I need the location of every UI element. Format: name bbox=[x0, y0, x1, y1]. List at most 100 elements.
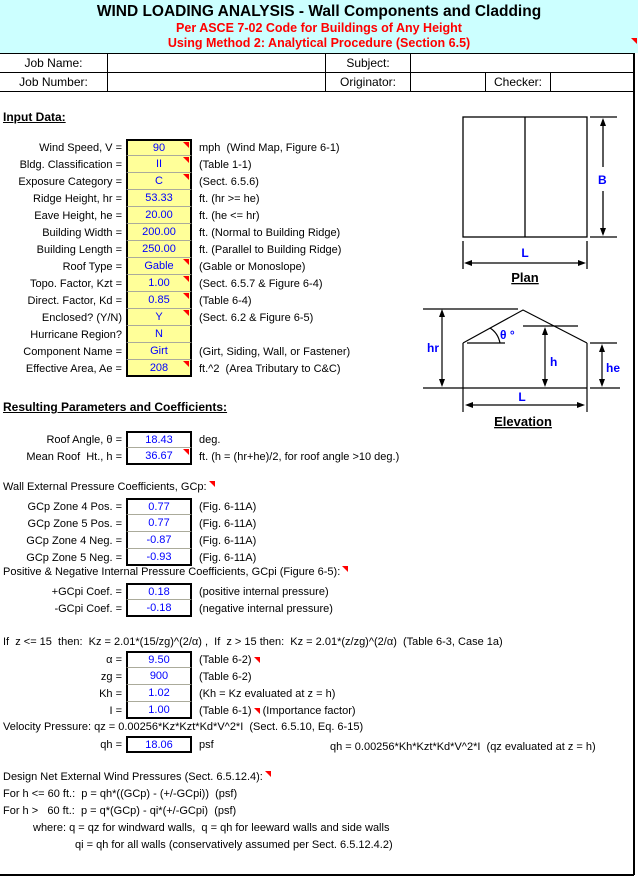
elevation-h-label: h bbox=[550, 355, 557, 369]
field-label: Kh = bbox=[99, 687, 122, 700]
gcp-zone4-pos-value: 0.77 bbox=[126, 498, 192, 515]
mean-roof-height-value: 36.67 bbox=[126, 448, 192, 465]
field-label: Enclosed? (Y/N) bbox=[41, 311, 122, 324]
field-label: Building Width = bbox=[42, 226, 122, 239]
field-note: (positive internal pressure) bbox=[199, 585, 329, 598]
gcpi-rows: +GCpi Coef. = 0.18 (positive internal pr… bbox=[0, 583, 333, 617]
design-line: qi = qh for all walls (conservatively as… bbox=[75, 839, 393, 851]
building-length-input[interactable]: 250.00 bbox=[126, 241, 192, 258]
field-note: (Fig. 6-11A) bbox=[199, 534, 257, 547]
comment-marker-icon bbox=[183, 174, 189, 180]
page-right-border bbox=[633, 53, 635, 875]
field-label: Component Name = bbox=[23, 345, 122, 358]
field-note: (Table 6-2) bbox=[192, 651, 260, 668]
field-label: GCp Zone 5 Neg. = bbox=[26, 551, 122, 564]
param-rows: Roof Angle, θ = 18.43 deg. Mean Roof Ht.… bbox=[0, 431, 399, 465]
field-label: Hurricane Region? bbox=[30, 328, 122, 341]
topo-factor-input[interactable]: 1.00 bbox=[126, 275, 192, 292]
field-label: zg = bbox=[100, 670, 122, 683]
input-data-heading: Input Data: bbox=[3, 110, 66, 124]
component-name-input[interactable]: Girt bbox=[126, 343, 192, 360]
effective-area-input[interactable]: 208 bbox=[126, 360, 192, 377]
wind-speed-input[interactable]: 90 bbox=[126, 139, 192, 156]
field-note: ft. (Parallel to Building Ridge) bbox=[199, 243, 342, 256]
comment-marker-icon bbox=[183, 142, 189, 148]
checker-input[interactable] bbox=[551, 73, 634, 91]
bldg-classification-input[interactable]: II bbox=[126, 156, 192, 173]
field-label: Topo. Factor, Kzt = bbox=[29, 277, 122, 290]
field-note: ft. (hr >= he) bbox=[199, 192, 260, 205]
field-note: (Fig. 6-11A) bbox=[199, 517, 257, 530]
page-subtitle-1: Per ASCE 7-02 Code for Buildings of Any … bbox=[176, 21, 462, 35]
field-label: qh = bbox=[100, 738, 122, 751]
field-label: +GCpi Coef. = bbox=[51, 585, 122, 598]
field-note: (Sect. 6.5.7 & Figure 6-4) bbox=[199, 277, 323, 290]
plan-caption: Plan bbox=[511, 270, 539, 285]
qh-formula: qh = 0.00256*Kh*Kzt*Kd*V^2*I (qz evaluat… bbox=[330, 741, 596, 753]
field-label: Eave Height, he = bbox=[34, 209, 122, 222]
kz-formula-line: If z <= 15 then: Kz = 2.01*(15/zg)^(2/α)… bbox=[3, 636, 503, 648]
field-label: GCp Zone 4 Pos. = bbox=[27, 500, 122, 513]
field-note: deg. bbox=[199, 433, 221, 446]
field-note: (Kh = Kz evaluated at z = h) bbox=[199, 687, 336, 700]
job-number-input[interactable] bbox=[108, 73, 326, 91]
enclosed-input[interactable]: Y bbox=[126, 309, 192, 326]
comment-marker-icon bbox=[183, 276, 189, 282]
kh-value: 1.02 bbox=[126, 685, 192, 702]
field-label: Mean Roof Ht., h = bbox=[26, 450, 122, 463]
gcp-zone4-neg-value: -0.87 bbox=[126, 532, 192, 549]
comment-marker-icon bbox=[183, 449, 189, 455]
plan-l-label: L bbox=[521, 246, 528, 260]
originator-input[interactable] bbox=[411, 73, 486, 91]
roof-angle-value: 18.43 bbox=[126, 431, 192, 448]
comment-marker-icon bbox=[183, 310, 189, 316]
roof-type-input[interactable]: Gable bbox=[126, 258, 192, 275]
page-subtitle-2: Using Method 2: Analytical Procedure (Se… bbox=[167, 36, 471, 50]
field-label: Building Length = bbox=[36, 243, 122, 256]
eave-height-input[interactable]: 20.00 bbox=[126, 207, 192, 224]
job-info-table: Job Name: Subject: Job Number: Originato… bbox=[0, 53, 634, 92]
comment-marker-icon bbox=[342, 566, 349, 572]
comment-marker-icon bbox=[253, 707, 260, 714]
gcpi-pos-value: 0.18 bbox=[126, 583, 192, 600]
plan-diagram: B L Plan bbox=[462, 116, 617, 285]
field-label: Roof Type = bbox=[62, 260, 122, 273]
page-title: WIND LOADING ANALYSIS - Wall Components … bbox=[96, 3, 542, 20]
results-heading: Resulting Parameters and Coefficients: bbox=[3, 400, 228, 414]
field-label: GCp Zone 4 Neg. = bbox=[26, 534, 122, 547]
field-label: Wind Speed, V = bbox=[39, 141, 122, 154]
elevation-diagram: hr θ ° h he L Elevation bbox=[423, 308, 620, 429]
hurricane-region-input[interactable]: N bbox=[126, 326, 192, 343]
subject-input[interactable] bbox=[411, 54, 634, 72]
design-heading: Design Net External Wind Pressures (Sect… bbox=[3, 771, 271, 783]
qh-row: qh = 18.06 psf bbox=[0, 736, 214, 753]
title-block: WIND LOADING ANALYSIS - Wall Components … bbox=[0, 0, 638, 53]
job-name-input[interactable] bbox=[108, 54, 326, 72]
field-label: α = bbox=[106, 653, 122, 666]
field-note: (Sect. 6.5.6) bbox=[199, 175, 259, 188]
field-note: (Table 6-2) bbox=[199, 670, 252, 683]
velocity-pressure-line: Velocity Pressure: qz = 0.00256*Kz*Kzt*K… bbox=[3, 721, 364, 733]
field-note: (Sect. 6.2 & Figure 6-5) bbox=[199, 311, 314, 324]
comment-marker-icon bbox=[253, 656, 260, 663]
gcpi-heading: Positive & Negative Internal Pressure Co… bbox=[3, 566, 349, 578]
comment-marker-icon bbox=[183, 361, 189, 367]
gcp-zone5-pos-value: 0.77 bbox=[126, 515, 192, 532]
exposure-category-input[interactable]: C bbox=[126, 173, 192, 190]
kz-rows: α = 9.50 (Table 6-2) zg = 900 (Table 6-2… bbox=[0, 651, 356, 719]
building-width-input[interactable]: 200.00 bbox=[126, 224, 192, 241]
elevation-l-label: L bbox=[518, 390, 525, 404]
field-note: (negative internal pressure) bbox=[199, 602, 333, 615]
field-note: psf bbox=[199, 738, 214, 751]
originator-label: Originator: bbox=[326, 73, 411, 91]
ridge-height-input[interactable]: 53.33 bbox=[126, 190, 192, 207]
field-note bbox=[192, 326, 199, 343]
field-label: -GCpi Coef. = bbox=[54, 602, 122, 615]
design-line: where: q = qz for windward walls, q = qh… bbox=[33, 822, 390, 834]
field-note: ft.^2 (Area Tributary to C&C) bbox=[199, 362, 341, 375]
direct-factor-input[interactable]: 0.85 bbox=[126, 292, 192, 309]
elevation-hr-label: hr bbox=[427, 341, 439, 355]
field-note: ft. (Normal to Building Ridge) bbox=[199, 226, 341, 239]
field-note: mph (Wind Map, Figure 6-1) bbox=[199, 141, 340, 154]
